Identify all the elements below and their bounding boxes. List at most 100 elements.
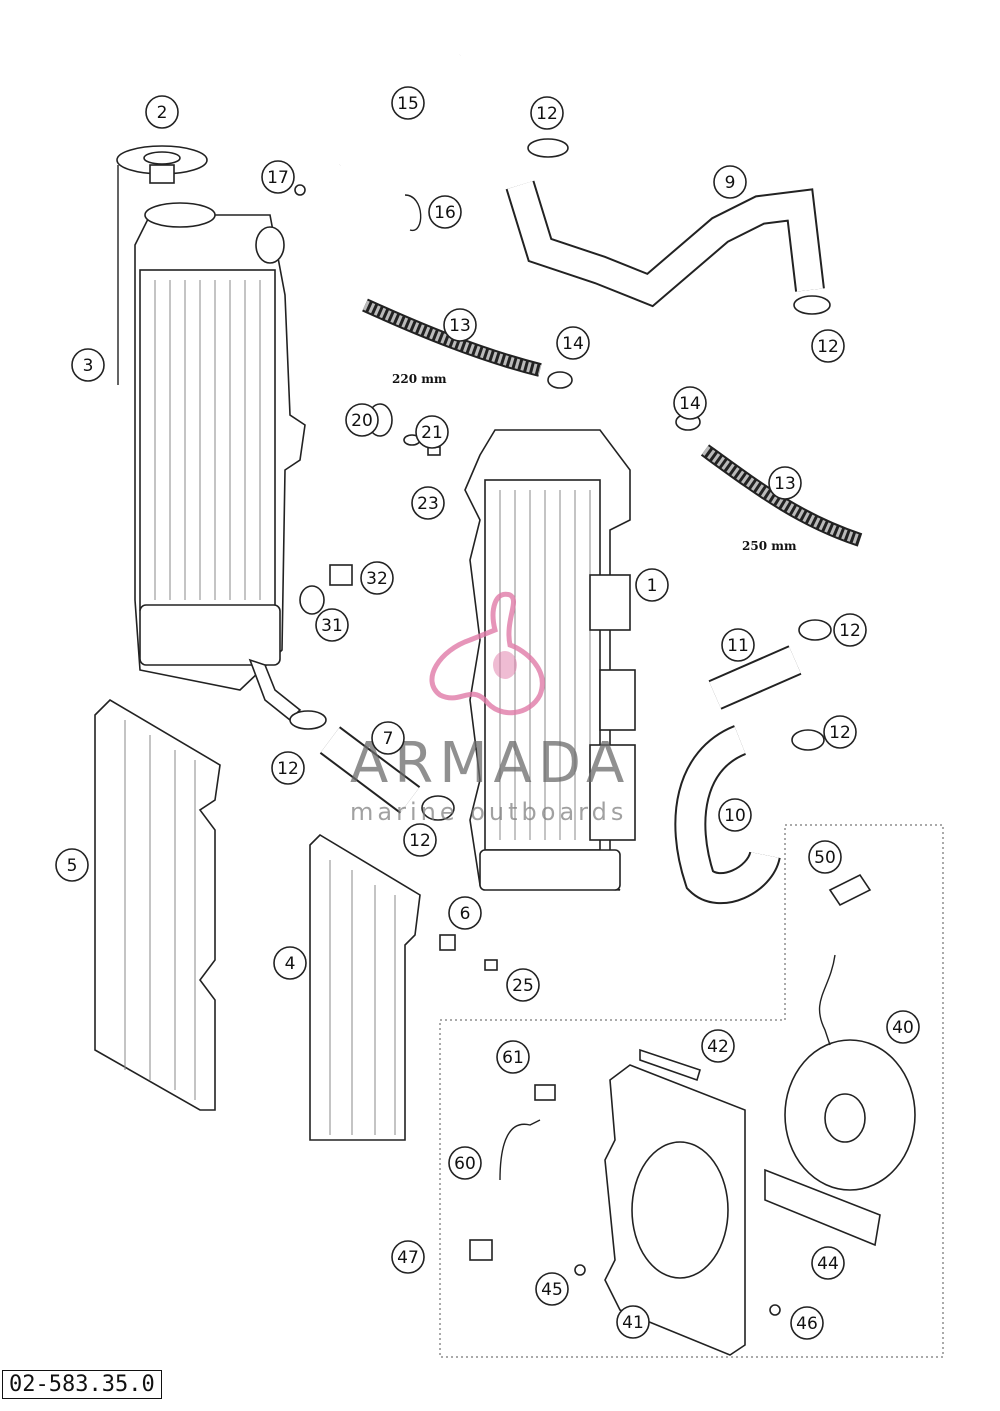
callout-12: 12 [823, 715, 857, 749]
callout-circle [273, 946, 307, 980]
callout-circle [556, 326, 590, 360]
callout-23: 23 [411, 486, 445, 520]
callout-label: 46 [796, 1314, 818, 1334]
callout-circle [371, 721, 405, 755]
callout-circle [701, 1029, 735, 1063]
callout-60: 60 [448, 1146, 482, 1180]
callout-circle [315, 608, 349, 642]
callout-42: 42 [701, 1029, 735, 1063]
small-hardware [289, 138, 872, 971]
callout-label: 4 [285, 954, 296, 974]
callout-circle [415, 415, 449, 449]
callout-1: 1 [635, 568, 669, 602]
callout-label: 15 [397, 94, 419, 114]
callout-5: 5 [55, 848, 89, 882]
callout-12: 12 [833, 613, 867, 647]
callout-17: 17 [261, 160, 295, 194]
callout-label: 12 [817, 337, 839, 357]
callout-label: 47 [397, 1248, 419, 1268]
callout-label: 25 [512, 976, 534, 996]
callout-circle [833, 613, 867, 647]
callout-label: 13 [774, 474, 796, 494]
callout-2: 2 [145, 95, 179, 129]
measurement-250: 250 mm [742, 539, 797, 553]
callout-label: 41 [622, 1313, 644, 1333]
callout-circle [530, 96, 564, 130]
callout-circle [535, 1272, 569, 1306]
callout-14: 14 [673, 386, 707, 420]
callout-circle [718, 798, 752, 832]
callout-label: 10 [724, 806, 746, 826]
callout-label: 12 [409, 831, 431, 851]
callout-circle [448, 1146, 482, 1180]
callout-50: 50 [808, 840, 842, 874]
callout-circle [71, 348, 105, 382]
callout-circle [673, 386, 707, 420]
callout-11: 11 [721, 628, 755, 662]
callout-circle [768, 466, 802, 500]
callout-circle [811, 1246, 845, 1280]
measurement-220: 220 mm [392, 372, 447, 386]
callout-label: 50 [814, 848, 836, 868]
callout-circle [808, 840, 842, 874]
callout-circle [506, 968, 540, 1002]
left-radiator [117, 165, 306, 722]
callout-circle [448, 896, 482, 930]
callout-circle [721, 628, 755, 662]
callout-21: 21 [415, 415, 449, 449]
callout-61: 61 [496, 1040, 530, 1074]
callout-label: 45 [541, 1280, 563, 1300]
callout-circle [811, 329, 845, 363]
watermark-subtitle: marine outboards [350, 798, 627, 826]
callout-label: 13 [449, 316, 471, 336]
callout-label: 61 [502, 1048, 524, 1068]
callout-label: 31 [321, 616, 343, 636]
callout-label: 23 [417, 494, 439, 514]
fan-kit-boundary [439, 824, 944, 1358]
right-shroud [309, 833, 421, 1141]
callout-12: 12 [530, 96, 564, 130]
callout-circle [345, 403, 379, 437]
hoses [319, 53, 863, 905]
callout-12: 12 [271, 751, 305, 785]
callout-label: 12 [277, 759, 299, 779]
callout-circle [823, 715, 857, 749]
callout-13: 13 [443, 308, 477, 342]
watermark: ARMADA marine outboards [350, 591, 627, 826]
callout-circle [261, 160, 295, 194]
callout-circle [790, 1306, 824, 1340]
callout-label: 7 [383, 729, 394, 749]
callout-label: 44 [817, 1254, 839, 1274]
left-shroud [94, 698, 221, 1111]
callout-circle [635, 568, 669, 602]
callout-9: 9 [713, 165, 747, 199]
callout-label: 32 [366, 569, 388, 589]
callout-circle [403, 823, 437, 857]
callout-circle [713, 165, 747, 199]
diagram-reference-number: 02-583.35.0 [2, 1370, 162, 1399]
callout-41: 41 [616, 1305, 650, 1339]
callout-45: 45 [535, 1272, 569, 1306]
fan-assembly [469, 954, 916, 1356]
callout-3: 3 [71, 348, 105, 382]
callout-4: 4 [273, 946, 307, 980]
callout-7: 7 [371, 721, 405, 755]
callout-12: 12 [811, 329, 845, 363]
callout-6: 6 [448, 896, 482, 930]
callout-label: 12 [829, 723, 851, 743]
callout-label: 2 [157, 103, 168, 123]
callout-31: 31 [315, 608, 349, 642]
callout-46: 46 [790, 1306, 824, 1340]
callout-group: 1234567910111212121212121313141415161720… [55, 86, 920, 1340]
callout-13: 13 [768, 466, 802, 500]
callout-label: 9 [725, 173, 736, 193]
callout-label: 20 [351, 411, 373, 431]
callout-circle [443, 308, 477, 342]
callout-47: 47 [391, 1240, 425, 1274]
right-radiator [464, 429, 636, 891]
callout-label: 1 [647, 576, 658, 596]
callout-circle [616, 1305, 650, 1339]
callout-label: 5 [67, 856, 78, 876]
callout-label: 12 [839, 621, 861, 641]
